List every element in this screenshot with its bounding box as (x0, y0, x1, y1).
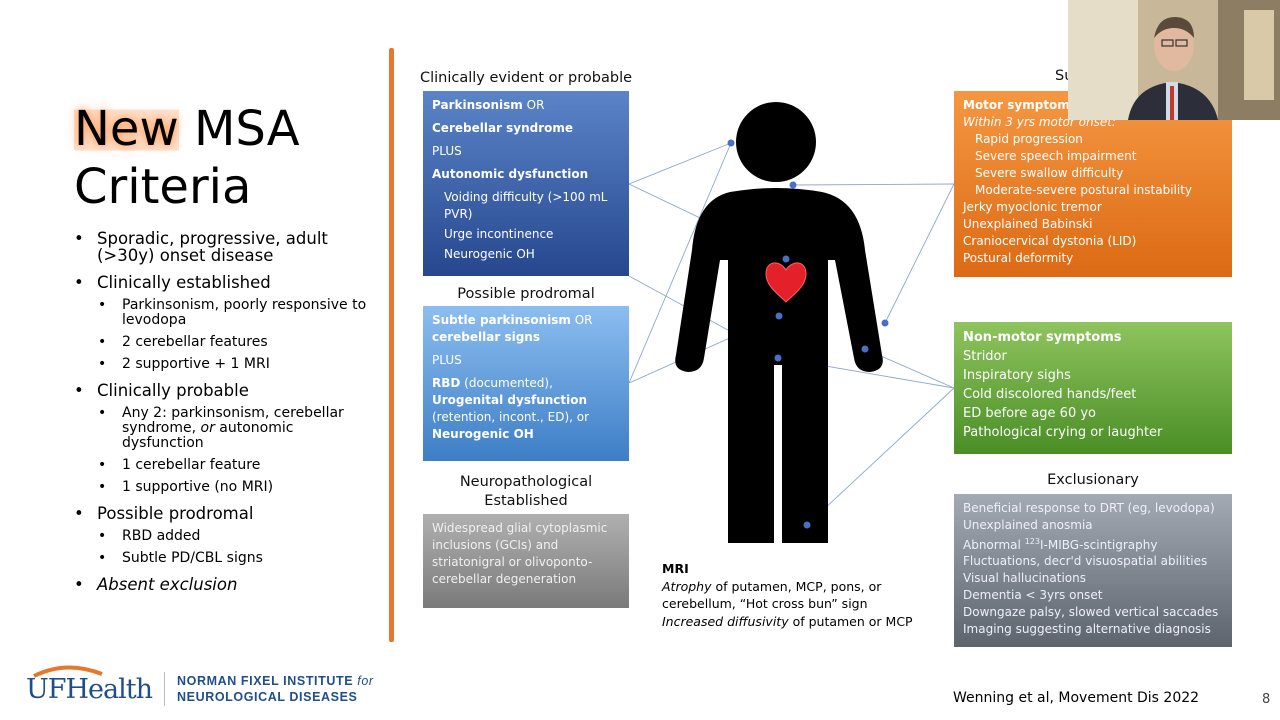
text: Moderate-severe postural instability (975, 183, 1193, 197)
text: Parkinsonism (432, 98, 523, 112)
human-figure (675, 102, 889, 543)
text: Downgaze palsy, slowed vertical saccades (963, 604, 1219, 619)
speaker-video-icon (1068, 0, 1280, 120)
text: Neurogenic OH (432, 427, 534, 441)
text: ED before age 60 yo (963, 406, 1096, 421)
text: OR (522, 98, 545, 112)
text: Neurogenic OH (444, 247, 535, 261)
orange-divider (389, 48, 394, 642)
text: Neuropathological (459, 474, 593, 490)
uf-health-logo: UFHealth NORMAN FIXEL INSTITUTE for NEUR… (26, 665, 374, 706)
text: 123 (1024, 536, 1040, 546)
text: Subtle parkinsonism (432, 313, 571, 327)
text: Voiding difficulty (>100 mL PVR) (444, 190, 608, 221)
sub-bullet: Subtle PD/CBL signs (74, 551, 374, 567)
box-non-motor-symptoms: Non-motor symptoms Stridor Inspiratory s… (954, 322, 1232, 454)
institute-for: for (357, 674, 374, 688)
logo-uf: UF (26, 673, 66, 705)
text: PLUS (432, 353, 462, 367)
text: Visual hallucinations (963, 571, 1086, 586)
sub-bullet: 2 cerebellar features (74, 335, 374, 351)
header-neuropathological: Neuropathological Established (418, 473, 634, 511)
slide-title: New MSA Criteria (74, 100, 300, 216)
sub-bullet: 1 cerebellar feature (74, 458, 374, 474)
title-highlight: New (74, 101, 179, 157)
sub-bullet: Parkinsonism, poorly responsive to levod… (74, 298, 374, 328)
text: cerebellar signs (432, 330, 540, 344)
sub-bullet-text: Any 2: parkinsonism, cerebellar syndrome… (122, 405, 344, 436)
text: Severe swallow difficulty (975, 166, 1124, 180)
text: PLUS (432, 144, 462, 158)
text: Cold discolored hands/feet (963, 387, 1137, 402)
sub-bullet: RBD added (74, 529, 374, 545)
box-clinically-evident: Parkinsonism OR Cerebellar syndrome PLUS… (423, 91, 629, 276)
institute-name: NORMAN FIXEL INSTITUTE (177, 674, 358, 688)
text: Beneficial response to DRT (eg, levodopa… (963, 501, 1215, 515)
text: I-MIBG-scintigraphy (1039, 537, 1158, 552)
text: Atrophy (662, 578, 712, 594)
citation: Wenning et al, Movement Dis 2022 (953, 690, 1200, 706)
text: RBD (432, 376, 461, 390)
header-possible-prodromal: Possible prodromal (457, 286, 595, 302)
text: Stridor (963, 349, 1007, 364)
header-exclusionary: Exclusionary (1047, 472, 1139, 488)
text: Pathological crying or laughter (963, 425, 1163, 440)
text: Motor symptoms (963, 98, 1077, 112)
text: Urogenital dysfunction (432, 393, 588, 407)
logo-health: Health (65, 673, 153, 705)
text: Non-motor symptoms (963, 330, 1122, 345)
text: Severe speech impairment (975, 149, 1137, 163)
criteria-bullet-list: Sporadic, progressive, adult (>30y) onse… (74, 230, 374, 593)
sub-bullet-text: autonomic dysfunction (122, 420, 294, 451)
uf-health-logo-icon (33, 665, 103, 678)
mri-title: MRI (662, 561, 689, 576)
text: Increased diffusivity (662, 613, 789, 629)
text: (documented), (460, 376, 553, 390)
text: Imaging suggesting alternative diagnosis (963, 621, 1211, 636)
text: of putamen or MCP (788, 613, 913, 629)
text: Craniocervical dystonia (LID) (963, 234, 1137, 248)
speaker-webcam (1068, 0, 1280, 120)
text: Abnormal (963, 537, 1025, 552)
mri-criteria: MRI Atrophy of putamen, MCP, pons, or ce… (662, 560, 932, 630)
text: Cerebellar syndrome (432, 121, 574, 135)
text: OR (570, 313, 593, 327)
sub-bullet: 2 supportive + 1 MRI (74, 357, 374, 373)
title-word-msa: MSA (178, 101, 300, 157)
title-line2: Criteria (74, 159, 252, 215)
text: Autonomic dysfunction (432, 167, 589, 181)
institute-name-line2: NEUROLOGICAL DISEASES (177, 690, 358, 704)
text: Rapid progression (975, 132, 1083, 146)
sub-bullet-or: or (200, 420, 215, 436)
bullet-absent-exclusion: Absent exclusion (74, 576, 374, 593)
box-motor-symptoms: Motor symptoms Within 3 yrs motor onset:… (954, 91, 1232, 277)
text: Jerky myoclonic tremor (963, 200, 1102, 214)
text: (retention, incont., ED), or (432, 410, 590, 424)
sub-bullet: Any 2: parkinsonism, cerebellar syndrome… (74, 406, 374, 451)
header-clinically-evident: Clinically evident or probable (419, 70, 633, 86)
text: Urge incontinence (444, 227, 554, 241)
bullet-possible-prodromal: Possible prodromal (74, 505, 374, 522)
bullet-clinically-established: Clinically established (74, 274, 374, 291)
bullet-sporadic: Sporadic, progressive, adult (>30y) onse… (74, 230, 374, 264)
sub-bullet: 1 supportive (no MRI) (74, 480, 374, 496)
text: Fluctuations, decr'd visuospatial abilit… (963, 554, 1208, 569)
text: Postural deformity (963, 251, 1074, 265)
box-possible-prodromal: Subtle parkinsonism OR cerebellar signs … (423, 306, 629, 461)
bullet-clinically-probable: Clinically probable (74, 382, 374, 399)
box-exclusionary: Beneficial response to DRT (eg, levodopa… (954, 494, 1232, 647)
text: Established (484, 493, 568, 509)
text: Unexplained Babinski (963, 217, 1093, 231)
text: Unexplained anosmia (963, 517, 1093, 532)
text: Dementia < 3yrs onset (963, 587, 1103, 602)
box-neuropathological: Widespread glial cytoplasmic inclusions … (423, 514, 629, 608)
text: of putamen, MCP, pons, or cerebellum, “H… (662, 578, 882, 612)
slide-number: 8 (1262, 692, 1271, 707)
text: Inspiratory sighs (963, 368, 1071, 383)
